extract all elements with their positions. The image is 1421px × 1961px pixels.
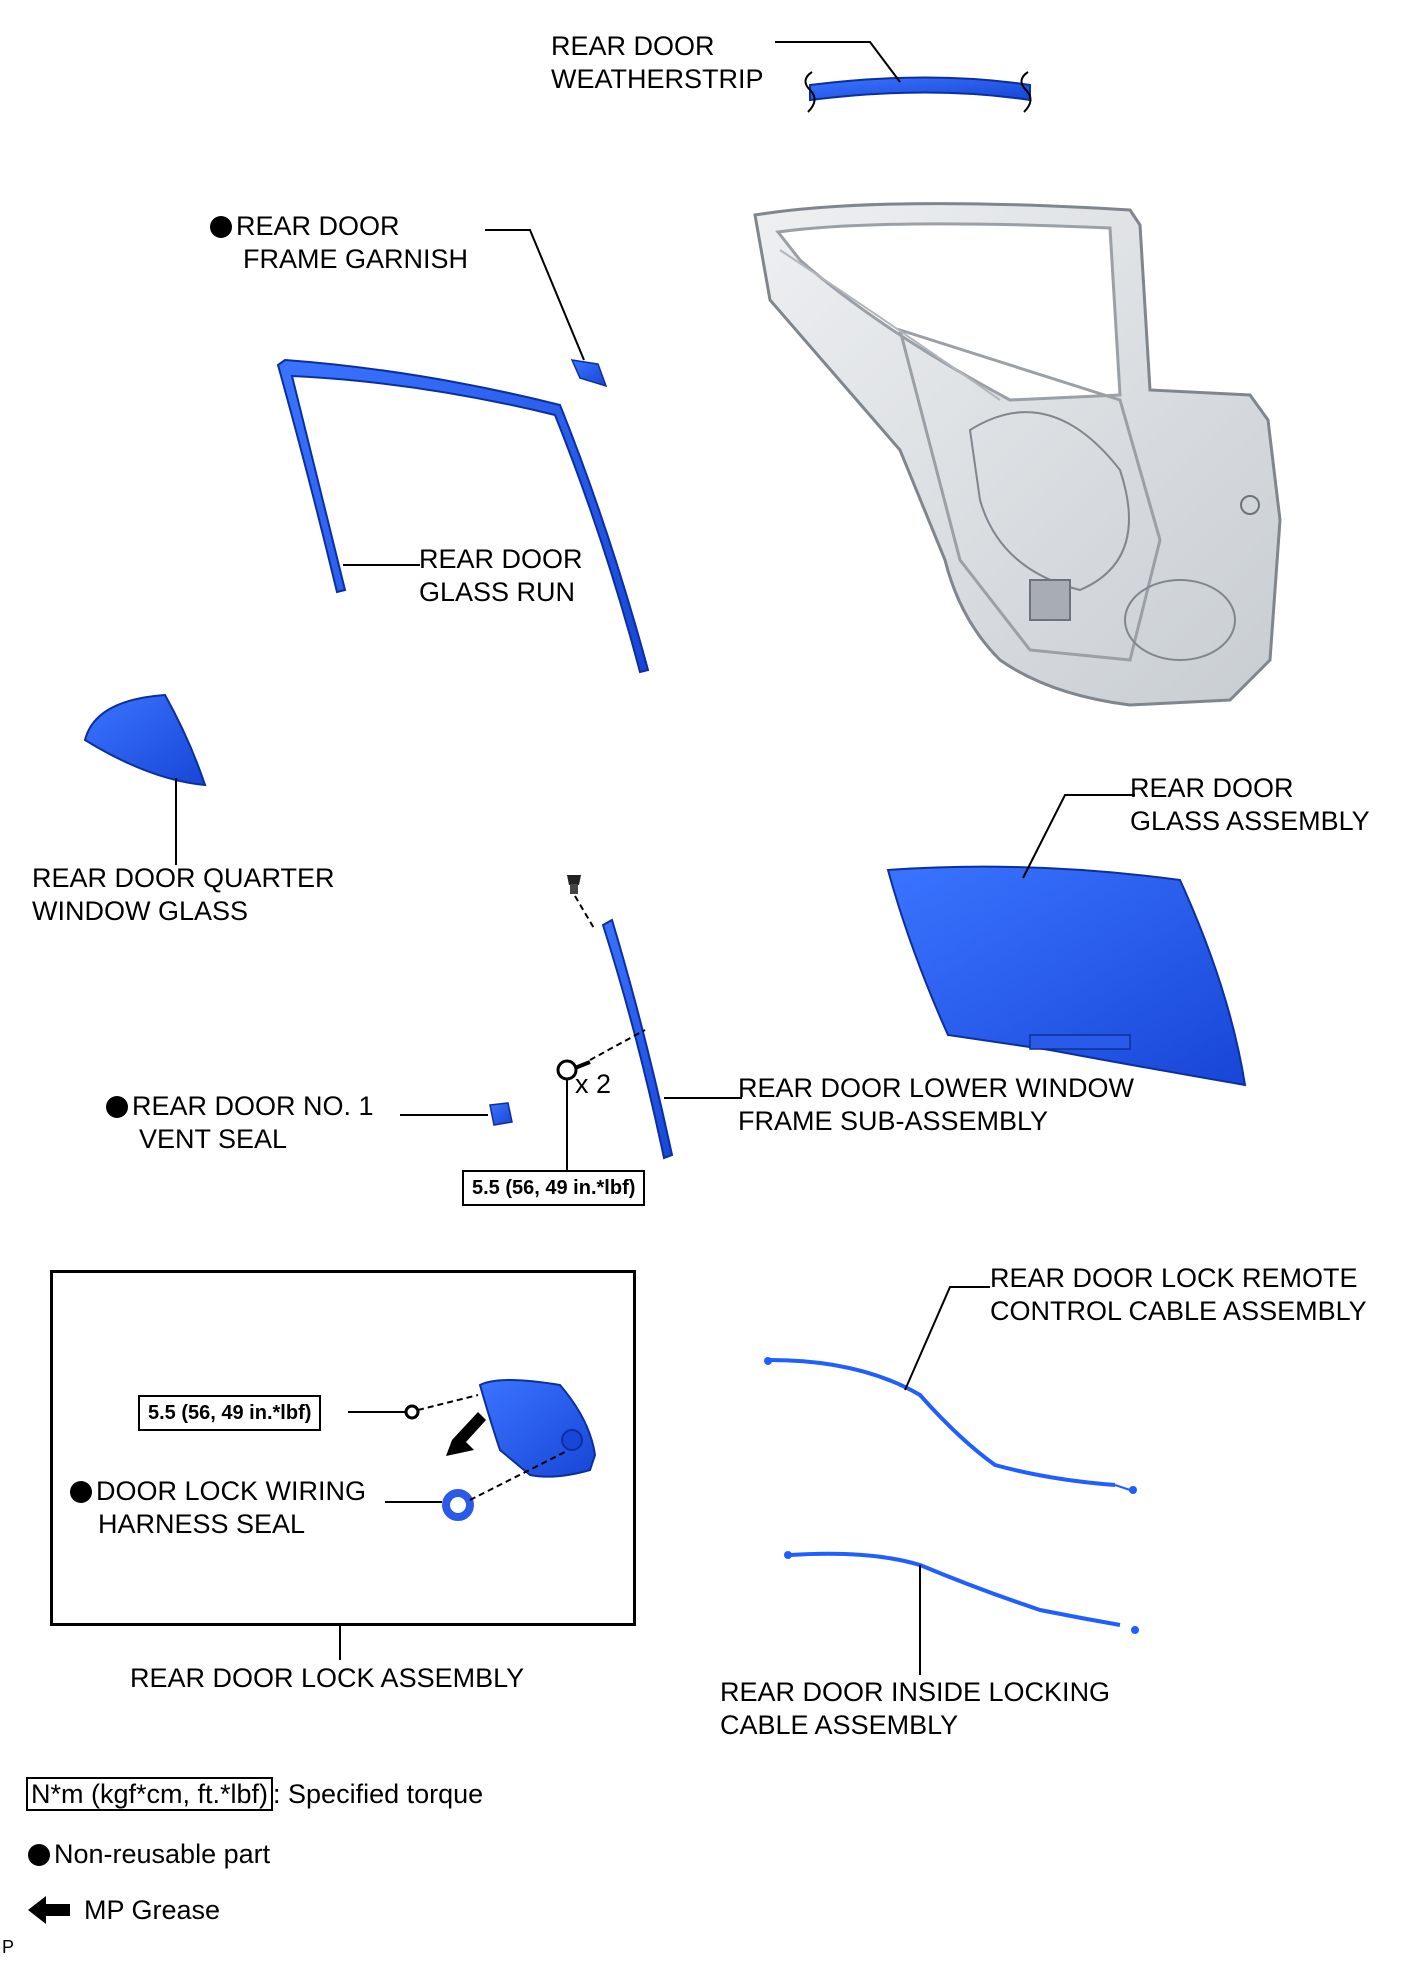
rear-door-panel <box>753 202 1282 707</box>
non-reusable-mark-icon <box>210 216 232 238</box>
glass-run-part <box>276 358 650 674</box>
grease-arrow-icon <box>28 1896 70 1924</box>
legend-torque-text: : Specified torque <box>273 1779 484 1809</box>
quarter-glass-part <box>83 693 207 865</box>
torque-lock: 5.5 (56, 49 in.*lbf) <box>138 1395 322 1431</box>
legend-grease: MP Grease <box>84 1895 221 1925</box>
corner-mark: P <box>2 1937 15 1957</box>
label-vent-seal: REAR DOOR NO. 1 VENT SEAL <box>106 1090 374 1156</box>
non-reusable-mark-icon <box>28 1844 50 1866</box>
quantity-label: x 2 <box>575 1069 612 1099</box>
non-reusable-mark-icon <box>70 1481 92 1503</box>
lock-assembly-detail-box <box>50 1270 636 1626</box>
lock-assembly-part <box>339 1379 597 1660</box>
glass-assembly-part <box>886 794 1247 1087</box>
torque-lower-frame: 5.5 (56, 49 in.*lbf) <box>462 1170 646 1206</box>
legend-non-reusable: Non-reusable part <box>28 1838 270 1871</box>
non-reusable-mark-icon <box>106 1096 128 1118</box>
frame-garnish-part <box>485 229 608 388</box>
legend-torque-unit: N*m (kgf*cm, ft.*lbf) <box>26 1777 274 1811</box>
remote-cable-part <box>764 1286 1137 1494</box>
weatherstrip-part <box>775 41 1032 113</box>
label-frame-garnish: REAR DOOR FRAME GARNISH <box>210 210 468 276</box>
vent-seal-part <box>400 1102 513 1126</box>
label-lock-assembly: REAR DOOR LOCK ASSEMBLY <box>130 1663 525 1693</box>
lower-frame-part <box>556 875 742 1185</box>
inside-cable-part <box>784 1551 1139 1675</box>
label-harness-seal: DOOR LOCK WIRING HARNESS SEAL <box>70 1475 366 1541</box>
legend-torque: N*m (kgf*cm, ft.*lbf): Specified torque <box>26 1777 484 1811</box>
